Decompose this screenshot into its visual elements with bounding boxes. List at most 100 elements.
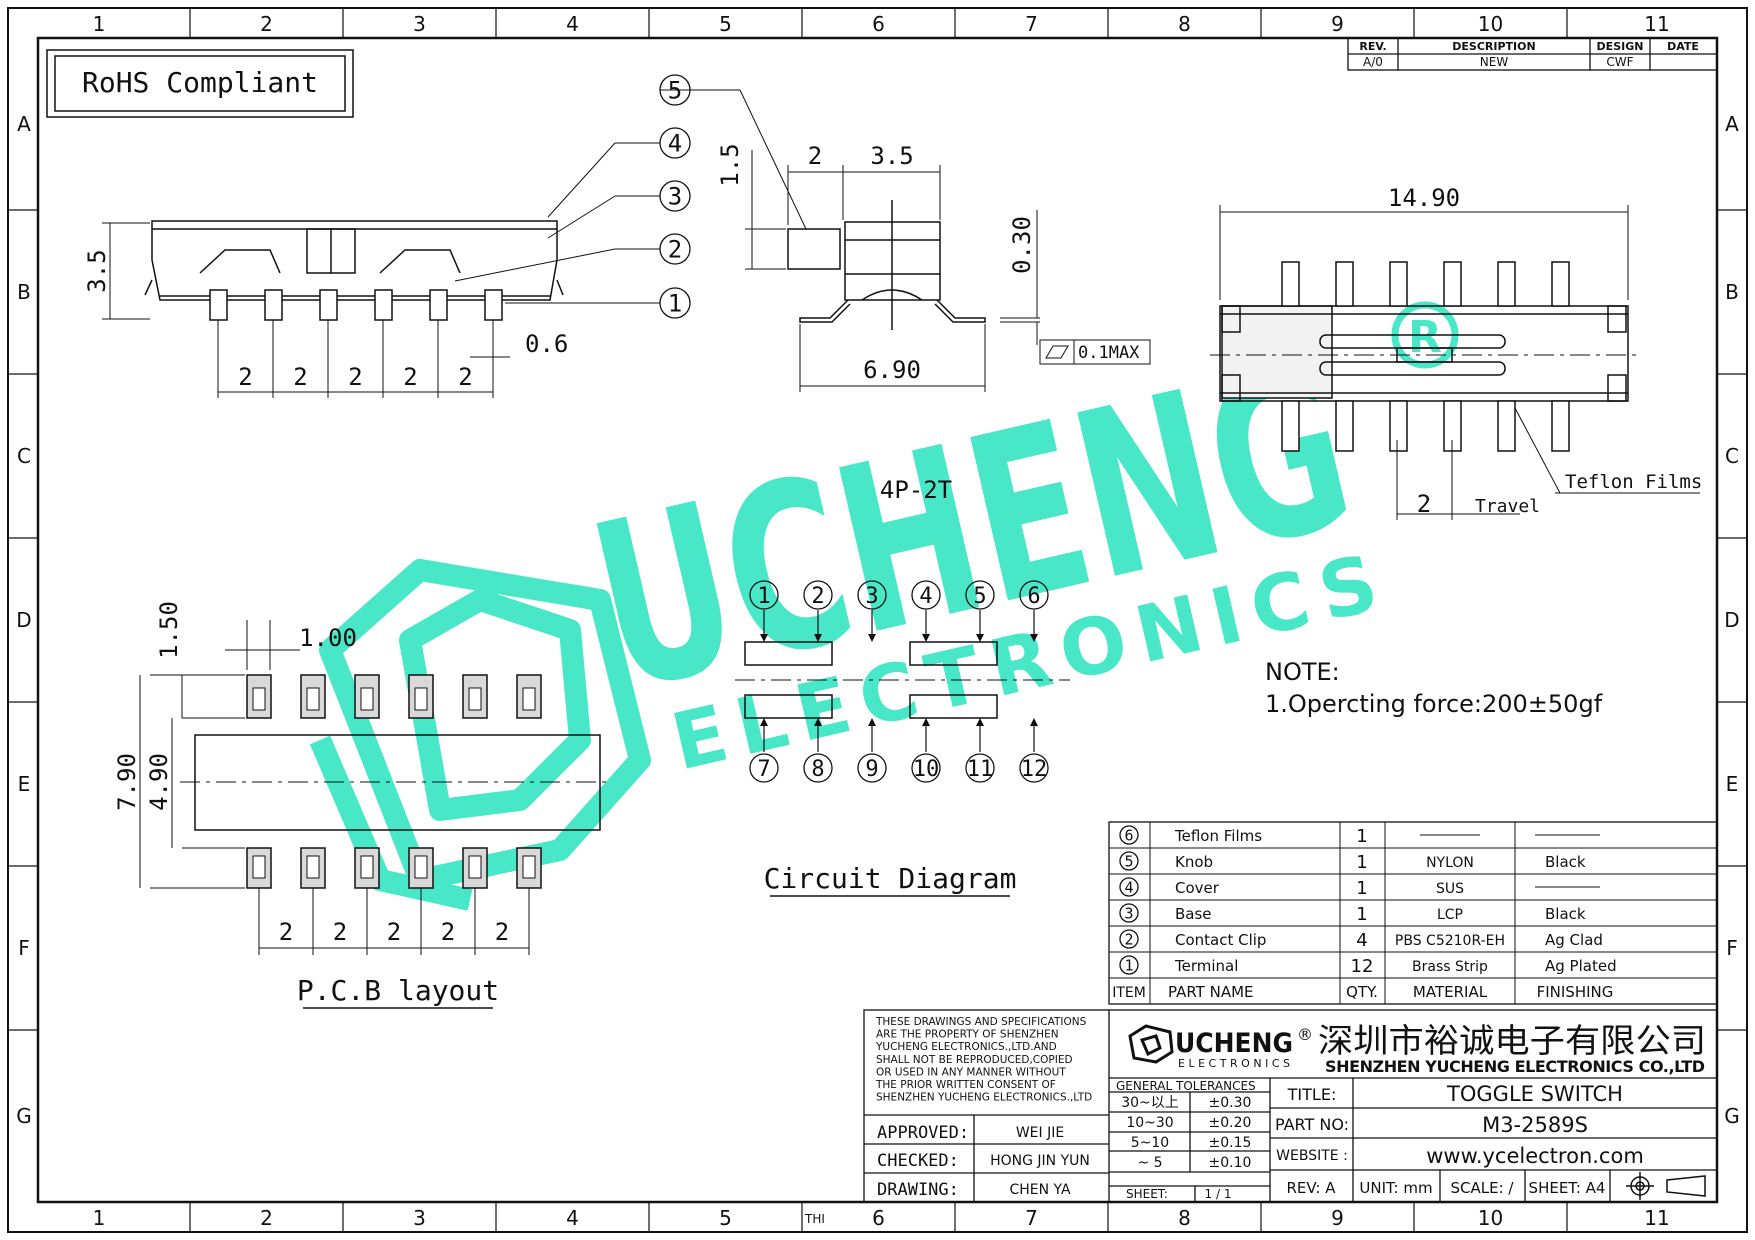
pcb-pad-hole xyxy=(252,855,266,879)
rev-value-design: CWF xyxy=(1606,55,1633,69)
col-label-bottom: 1 xyxy=(93,1206,106,1230)
pcb-pad-hole xyxy=(252,687,266,711)
title-value: TOGGLE SWITCH xyxy=(1446,1082,1623,1106)
side-callout-1: 1 xyxy=(668,290,682,318)
bom-part-name: Teflon Films xyxy=(1174,827,1262,845)
callout-leader xyxy=(739,89,807,230)
bom-qty: 4 xyxy=(1356,930,1367,951)
pcb-pad-hole xyxy=(468,855,482,879)
circuit-pin-5: 5 xyxy=(973,584,986,609)
circuit-arrow-head xyxy=(760,634,768,642)
pcb-pitch-label: 2 xyxy=(441,918,455,946)
sheet-value: 1 / 1 xyxy=(1205,1187,1232,1201)
side-callout-5: 5 xyxy=(668,77,682,105)
pcb-pads xyxy=(246,674,542,955)
front-top-dim: 3.5 xyxy=(870,142,913,170)
pcb-pad-hole xyxy=(306,855,320,879)
travel-label: Travel xyxy=(1475,496,1540,517)
pcb-pad-hole xyxy=(414,855,428,879)
pcb-dims xyxy=(139,620,300,889)
pcb-body xyxy=(180,734,612,831)
pcb-pitch-label: 2 xyxy=(387,918,401,946)
row-label-left: A xyxy=(17,112,31,136)
bom-item-circle xyxy=(1119,929,1139,949)
title-block xyxy=(863,1009,1718,1203)
row-label-right: C xyxy=(1725,444,1739,468)
front-knob-width-dim: 2 xyxy=(808,142,822,170)
bom-finishing: Black xyxy=(1545,905,1586,923)
row-label-right: F xyxy=(1726,936,1738,960)
bom-item: 4 xyxy=(1124,878,1133,896)
side-dims xyxy=(102,222,510,358)
pcb-inner-dim: 4.90 xyxy=(145,753,173,811)
col-label-top: 5 xyxy=(719,12,732,36)
pcb-pad-hole xyxy=(522,687,536,711)
circuit-pin-4: 4 xyxy=(919,584,932,609)
bom-part-name: Contact Clip xyxy=(1175,931,1266,949)
side-pin xyxy=(264,289,283,321)
top-pins xyxy=(1281,261,1570,452)
disclaimer-line: THESE DRAWINGS AND SPECIFICATIONS xyxy=(875,1016,1087,1028)
top-pin-upper xyxy=(1443,261,1462,307)
side-callout-2: 2 xyxy=(668,236,682,264)
pcb-pad-hole xyxy=(468,687,482,711)
side-pitch-label: 2 xyxy=(458,363,472,391)
side-height-dim: 3.5 xyxy=(83,249,111,292)
bom-qty: 1 xyxy=(1356,904,1367,925)
circuit-pin-10-circle xyxy=(911,753,941,783)
top-pin-upper xyxy=(1551,261,1570,307)
pcb-total-dim: 7.90 xyxy=(113,753,141,811)
teflon-label: Teflon Films xyxy=(1565,471,1702,493)
side-callout-4: 4 xyxy=(668,130,682,158)
bom-material: SUS xyxy=(1436,881,1464,897)
col-label-bottom: 8 xyxy=(1178,1206,1191,1230)
pcb-pitch-label: 2 xyxy=(495,918,509,946)
tolerance-range: 10~30 xyxy=(1126,1115,1173,1131)
front-knob-height-dim: 1.5 xyxy=(716,143,744,186)
col-label-top: 2 xyxy=(260,12,273,36)
circuit-diagram xyxy=(735,641,1070,719)
part-label: PART NO: xyxy=(1275,1115,1349,1134)
pcb-pad-hole xyxy=(360,855,374,879)
circuit-arrow-head xyxy=(976,634,984,642)
logo-registered: ® xyxy=(1297,1025,1313,1044)
bom-item: 2 xyxy=(1124,930,1133,948)
sheet-label: SHEET: xyxy=(1126,1187,1168,1201)
circuit-pin-2: 2 xyxy=(811,584,824,609)
top-pin-upper xyxy=(1497,261,1516,307)
bom-item: 3 xyxy=(1124,904,1133,922)
circuit-pin-1-circle xyxy=(749,580,779,610)
circuit-pin-1: 1 xyxy=(757,584,770,609)
circuit-pin-11-circle xyxy=(965,753,995,783)
revision-table: REV. DESCRIPTION DESIGN DATE A/0 NEW CWF xyxy=(1347,37,1718,71)
pcb-pad-hole xyxy=(522,855,536,879)
rev-value: REV: A xyxy=(1286,1179,1336,1197)
circuit-pin-8-circle xyxy=(803,753,833,783)
circuit-pin-11: 11 xyxy=(967,757,994,782)
side-pin xyxy=(374,289,393,321)
side-pitch-label: 2 xyxy=(293,363,307,391)
projection-symbol-icon xyxy=(1626,1172,1706,1200)
bom-part-name: Cover xyxy=(1175,879,1220,897)
bom-item-circle xyxy=(1119,903,1139,923)
circuit-pin-3-circle xyxy=(857,580,887,610)
bom-qty: 1 xyxy=(1356,826,1367,847)
top-pin-lower xyxy=(1551,400,1570,452)
col-label-bottom: 10 xyxy=(1478,1206,1503,1230)
circuit-pin-7: 7 xyxy=(757,757,770,782)
side-pins xyxy=(209,289,503,398)
col-label-top: 6 xyxy=(872,12,885,36)
col-label-bottom: 2 xyxy=(260,1206,273,1230)
col-label-top: 1 xyxy=(93,12,106,36)
travel-value: 2 xyxy=(1417,490,1431,518)
disclaimer-line: YUCHENG ELECTRONICS.,LTD.AND xyxy=(875,1041,1057,1053)
row-label-right: G xyxy=(1724,1104,1740,1128)
bom-item: 6 xyxy=(1124,826,1133,844)
unit-value: UNIT: mm xyxy=(1359,1179,1432,1197)
bom-header-material: MATERIAL xyxy=(1413,983,1488,1001)
